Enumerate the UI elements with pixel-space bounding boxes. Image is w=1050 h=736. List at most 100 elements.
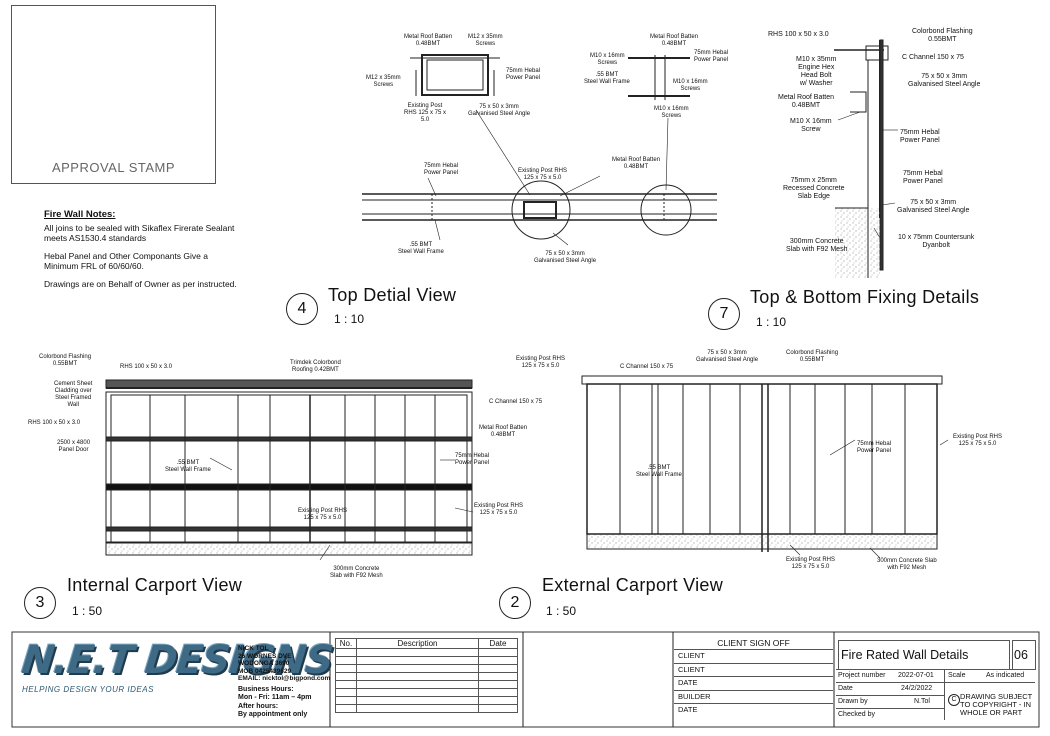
project-number-label: Project number [838, 672, 886, 679]
rev-col-date: Date [478, 638, 518, 649]
annotation-label: 75 x 50 x 3mm Galvanised Steel Angle [897, 199, 970, 214]
contact-details: NICK TOL 26 WORNES DVE WODONGA 3690 MOB … [238, 645, 331, 683]
sheet-title: Fire Rated Wall Details [841, 648, 969, 662]
top-detail-panel-fix [628, 55, 690, 100]
signoff-row: CLIENT [674, 650, 833, 664]
sheet-number: 06 [1014, 648, 1028, 662]
notes-heading: Fire Wall Notes: [44, 209, 116, 220]
company-contact: NICK TOL 26 WORNES DVE WODONGA 3690 MOB … [238, 645, 330, 720]
copyright-note: DRAWING SUBJECT TO COPYRIGHT - IN WHOLE … [960, 692, 1033, 717]
drawn-by-label: Drawn by [838, 698, 868, 705]
business-hours: Business Hours: Mon - Fri: 11am – 4pm Af… [238, 685, 312, 719]
annotation-label: Metal Roof Batten 0.48BMT [650, 34, 699, 47]
annotation-label: Existing Post RHS 125 x 75 x 5.0 [786, 557, 836, 570]
annotation-label: 300mm Concrete Slab with F92 Mesh [330, 566, 383, 579]
annotation-label: Metal Roof Batten 0.48BMT [612, 157, 661, 170]
view-number-4: 4 [286, 293, 318, 325]
scale-value: As indicated [986, 672, 1025, 679]
approval-stamp-box: APPROVAL STAMP [11, 5, 216, 184]
top-plan-strip [362, 180, 717, 240]
annotation-label: RHS 100 x 50 x 3.0 [120, 364, 173, 370]
annotation-label: .55 BMT Steel Wall Frame [636, 465, 682, 478]
top-detail-rhs-box [410, 54, 500, 96]
rev-col-description: Description [356, 638, 479, 649]
view-scale-fixing: 1 : 10 [756, 315, 787, 329]
annotation-label: 75 x 50 x 3mm Galvanised Steel Angle [908, 73, 981, 88]
annotation-label: M10 X 16mm Screw [790, 118, 832, 133]
date-value: 24/2/2022 [901, 685, 933, 692]
annotation-label: Metal Roof Batten 0.48BMT [479, 425, 528, 438]
annotation-label: 75 x 50 x 3mm Galvanised Steel Angle [696, 350, 759, 363]
annotation-label: 10 x 75mm Countersunk Dyanbolt [898, 234, 975, 249]
annotation-label: M10 x 16mm Screws [654, 106, 689, 119]
annotation-label: 75mm Hebal Power Panel [424, 163, 459, 176]
view-title-internal: Internal Carport View [67, 575, 243, 595]
annotation-label: 300mm Concrete Slab with F92 Mesh [877, 558, 937, 571]
project-number-value: 2022-07-01 [898, 672, 934, 679]
note-line: All joins to be sealed with Sikaflex Fir… [44, 223, 235, 243]
signoff-title: CLIENT SIGN OFF [674, 637, 833, 650]
logo-tagline: HELPING DESIGN YOUR IDEAS [22, 685, 154, 694]
annotation-label: M10 x 16mm Screws [673, 79, 708, 92]
view-number-3: 3 [24, 587, 56, 619]
client-signoff: CLIENT SIGN OFF CLIENT CLIENT DATE BUILD… [674, 637, 833, 717]
checked-by-label: Checked by [838, 711, 875, 718]
annotation-label: 75mm Hebal Power Panel [694, 50, 729, 63]
annotation-label: 75mm Hebal Power Panel [506, 68, 541, 81]
fixing-detail-section [834, 39, 889, 278]
annotation-label: M12 x 35mm Screws [468, 34, 503, 47]
scale-label: Scale [948, 672, 966, 679]
view-number-2: 2 [499, 587, 531, 619]
annotation-label: 75 x 50 x 3mm Galvanised Steel Angle [534, 251, 597, 264]
external-carport-elevation [581, 375, 943, 552]
annotation-label: 75mm Hebal Power Panel [903, 170, 943, 185]
fire-wall-notes: Fire Wall Notes: All joins to be sealed … [44, 210, 264, 297]
annotation-label: Existing Post RHS 125 x 75 x 5.0 [298, 508, 348, 521]
annotation-label: Existing Post RHS 125 x 75 x 5.0 [518, 168, 568, 181]
annotation-label: 75 x 50 x 3mm Galvanised Steel Angle [468, 104, 531, 117]
view-scale-top: 1 : 10 [334, 312, 365, 326]
annotation-label: 2500 x 4800 Panel Door [57, 440, 91, 453]
copyright-icon: C [948, 694, 960, 706]
logo-wordmark: N.E.T DESIGNS [19, 638, 335, 683]
annotation-label: 75mm x 25mm Recessed Concrete Slab Edge [783, 177, 845, 200]
annotation-label: 75mm Hebal Power Panel [900, 129, 940, 144]
revision-table: No. Description Date [335, 638, 518, 713]
annotation-label: Cement Sheet Cladding over Steel Framed … [54, 381, 93, 408]
title-block-info: Fire Rated Wall Details 06 Project numbe… [836, 637, 1036, 720]
note-line: Drawings are on Behalf of Owner as per i… [44, 279, 237, 289]
annotation-label: M10 x 16mm Screws [590, 53, 625, 66]
annotation-label: Colorbond Flashing 0.55BMT [39, 354, 92, 367]
annotation-label: C Channel 150 x 75 [489, 399, 543, 405]
view-title-external: External Carport View [542, 575, 724, 595]
annotation-label: Metal Roof Batten 0.48BMT [404, 34, 453, 47]
leader-lines [209, 109, 949, 561]
annotation-label: Existing Post RHS 125 x 75 x 5.0 [516, 356, 566, 369]
signoff-row: BUILDER [674, 691, 833, 704]
note-line: Hebal Panel and Other Componants Give a … [44, 251, 208, 271]
signoff-row: CLIENT [674, 664, 833, 677]
view-title-fixing: Top & Bottom Fixing Details [750, 287, 980, 307]
annotation-label: RHS 100 x 50 x 3.0 [28, 420, 81, 426]
annotation-label: 75mm Hebal Power Panel [857, 441, 892, 454]
approval-stamp-label: APPROVAL STAMP [51, 160, 176, 175]
annotation-label: M10 x 35mm Engine Hex Head Bolt w/ Washe… [796, 56, 837, 87]
annotation-label: Existing Post RHS 125 x 75 x 5.0 [404, 103, 447, 123]
annotation-label: M12 x 35mm Screws [366, 75, 401, 88]
signoff-row: DATE [674, 677, 833, 691]
view-scale-external: 1 : 50 [546, 604, 577, 618]
view-title-top: Top Detial View [328, 285, 457, 305]
annotation-label: C Channel 150 x 75 [620, 364, 674, 370]
view-scale-internal: 1 : 50 [72, 604, 103, 618]
annotation-label: Colorbond Flashing 0.55BMT [912, 28, 973, 43]
signoff-row: DATE [678, 705, 698, 714]
drawn-by-value: N.Tol [914, 698, 930, 705]
annotation-label: .55 BMT Steel Wall Frame [165, 460, 211, 473]
annotation-label: Colorbond Flashing 0.55BMT [786, 350, 839, 363]
view-number-7: 7 [708, 298, 740, 330]
annotation-label: Metal Roof Batten 0.48BMT [778, 94, 835, 109]
annotation-label: Existing Post RHS 125 x 75 x 5.0 [953, 434, 1003, 447]
rev-col-no: No. [335, 638, 357, 649]
annotation-label: .55 BMT Steel Wall Frame [584, 72, 630, 85]
